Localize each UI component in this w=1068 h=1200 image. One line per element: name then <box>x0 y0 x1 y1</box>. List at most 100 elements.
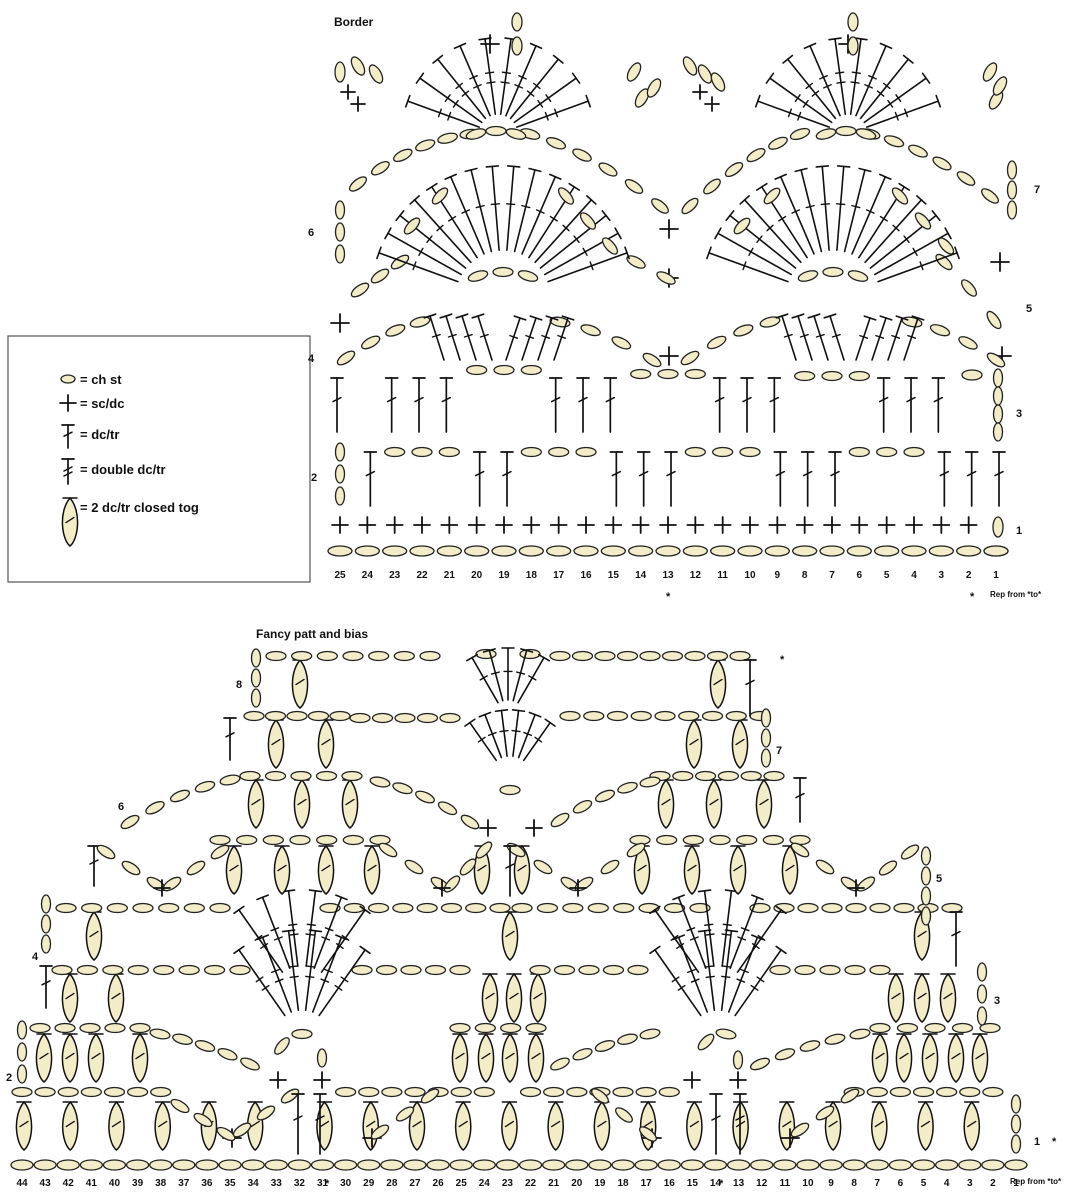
stitch-stroke <box>505 930 515 938</box>
border-star: * <box>970 591 975 603</box>
ch-oval <box>924 1022 946 1034</box>
cluster-outline <box>225 844 243 895</box>
stitch-stroke <box>854 37 868 41</box>
ch-oval <box>229 964 251 976</box>
stitch-stroke <box>461 315 477 361</box>
cluster-icon <box>61 972 79 1023</box>
ch-icon <box>579 212 597 230</box>
border-row-label: 2 <box>311 472 317 484</box>
double-dc-icon <box>734 945 787 1017</box>
ch-icon <box>750 1159 774 1171</box>
ch-icon <box>908 144 928 158</box>
cluster-icon <box>247 778 265 829</box>
stitch-stroke <box>878 173 892 180</box>
ch-oval <box>936 1086 958 1098</box>
stitch-number: 20 <box>571 1178 583 1189</box>
ch-icon <box>342 834 364 846</box>
stitch-stroke <box>666 470 676 477</box>
ch-icon <box>739 446 761 458</box>
sc-icon <box>495 516 513 534</box>
stitch-stroke <box>638 470 649 477</box>
double-dc-icon <box>233 905 284 973</box>
ch-icon <box>819 964 841 976</box>
stitch-stroke <box>589 261 594 271</box>
ch-icon <box>815 1105 835 1121</box>
stitch-stroke <box>951 930 961 937</box>
ch-oval <box>878 860 898 876</box>
ch-icon <box>380 1159 404 1171</box>
ch-oval <box>815 859 835 875</box>
ch-icon <box>96 844 116 860</box>
dc-icon <box>39 965 53 1009</box>
stitch-stroke <box>882 82 891 90</box>
legend-box <box>7 335 311 583</box>
ch-oval <box>602 964 625 976</box>
stitch-number: 42 <box>63 1178 75 1189</box>
cluster-outline <box>547 1100 564 1151</box>
ch-icon <box>438 446 460 458</box>
ch-oval <box>979 1022 1001 1034</box>
ch-icon <box>794 964 816 976</box>
ch-icon <box>598 162 618 177</box>
cluster-outline <box>887 972 905 1023</box>
ch-oval <box>598 162 618 177</box>
stitch-stroke <box>687 968 696 974</box>
stitch-stroke <box>849 38 862 115</box>
ch-oval <box>183 902 205 914</box>
ch-oval <box>566 1086 588 1098</box>
ch-oval <box>378 842 398 858</box>
ch-icon <box>712 446 734 458</box>
ch-oval <box>655 545 681 557</box>
ch-oval <box>368 650 390 662</box>
cluster-icon <box>225 844 243 895</box>
stitch-stroke <box>251 798 261 806</box>
ch-icon <box>992 516 1004 538</box>
stitch-stroke <box>735 1115 745 1121</box>
cluster-icon <box>273 844 291 895</box>
stitch-stroke <box>859 334 869 339</box>
stitch-stroke <box>461 209 471 214</box>
stitch-stroke <box>874 1120 884 1128</box>
stitch-number: 39 <box>132 1178 144 1189</box>
ch-oval <box>588 1159 612 1171</box>
dc-icon <box>793 777 807 823</box>
stitch-stroke <box>895 315 909 321</box>
stitch-stroke <box>477 315 493 361</box>
stitch-stroke <box>304 930 317 1012</box>
ch-oval <box>574 876 594 892</box>
sc-icon <box>713 516 732 534</box>
fancy-star: * <box>1052 1136 1057 1148</box>
dc-icon <box>412 377 426 433</box>
cluster-icon <box>686 1100 703 1151</box>
double-dc-icon <box>513 72 581 124</box>
stitch-number: 37 <box>178 1178 190 1189</box>
ch-oval <box>474 1022 496 1034</box>
ch-oval <box>1010 1114 1022 1134</box>
ch-oval <box>912 1086 935 1098</box>
double-dc-icon <box>453 42 491 117</box>
ch-oval <box>646 78 662 98</box>
stitch-stroke <box>582 247 588 257</box>
ch-icon <box>559 710 581 722</box>
ch-oval <box>976 984 988 1004</box>
cluster-icon <box>921 1032 939 1083</box>
ch-icon <box>956 545 982 557</box>
ch-oval <box>460 814 480 830</box>
ch-icon <box>684 650 706 662</box>
stitch-stroke <box>954 246 960 260</box>
stitch-number: 16 <box>664 1178 676 1189</box>
ch-oval <box>901 316 923 328</box>
ch-oval <box>794 964 816 976</box>
ch-oval <box>56 1159 80 1171</box>
stitch-stroke <box>423 313 437 319</box>
dc-icon <box>534 195 597 264</box>
ch-oval <box>847 12 859 32</box>
ch-icon <box>557 187 575 205</box>
ch-icon <box>489 902 511 914</box>
ch-icon <box>583 710 605 722</box>
stitch-stroke <box>491 165 500 251</box>
ch-icon <box>616 650 639 662</box>
ch-oval <box>706 650 729 662</box>
fancy-row-label: 7 <box>776 745 782 757</box>
ch-oval <box>439 712 461 724</box>
